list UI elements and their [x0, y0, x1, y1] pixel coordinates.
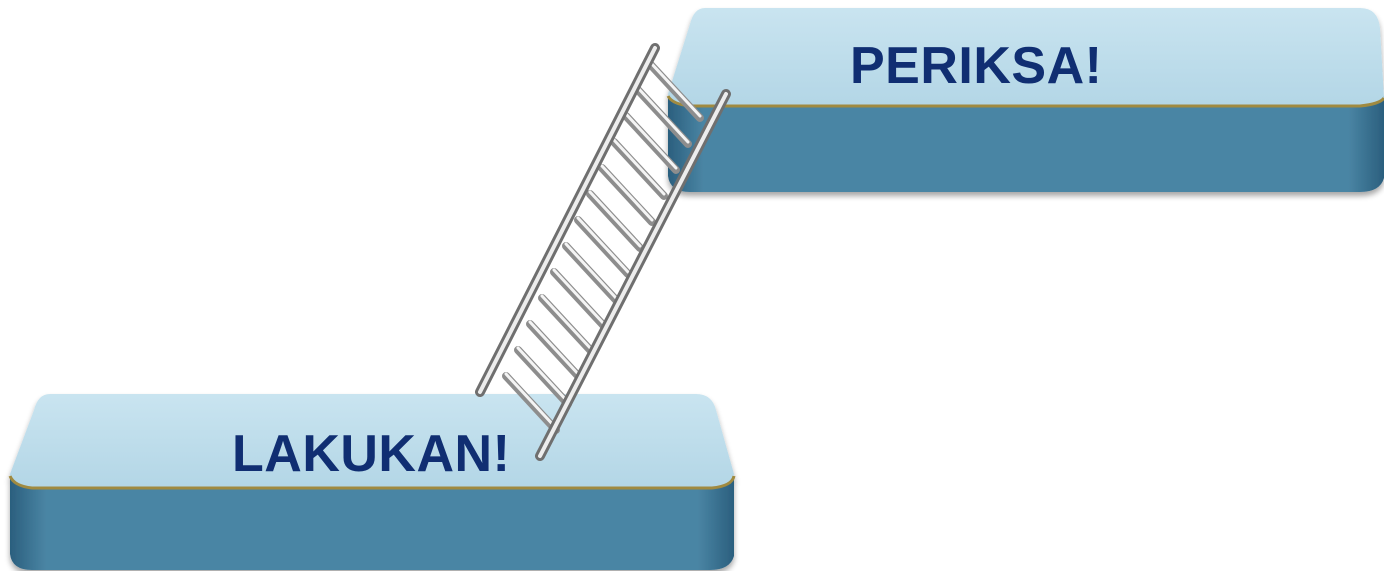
platform-bottom-label: LAKUKAN! [232, 424, 510, 484]
platform-top-label: PERIKSA! [850, 36, 1102, 96]
platform-top-side [668, 96, 1384, 192]
platform-bottom-side [10, 476, 734, 570]
